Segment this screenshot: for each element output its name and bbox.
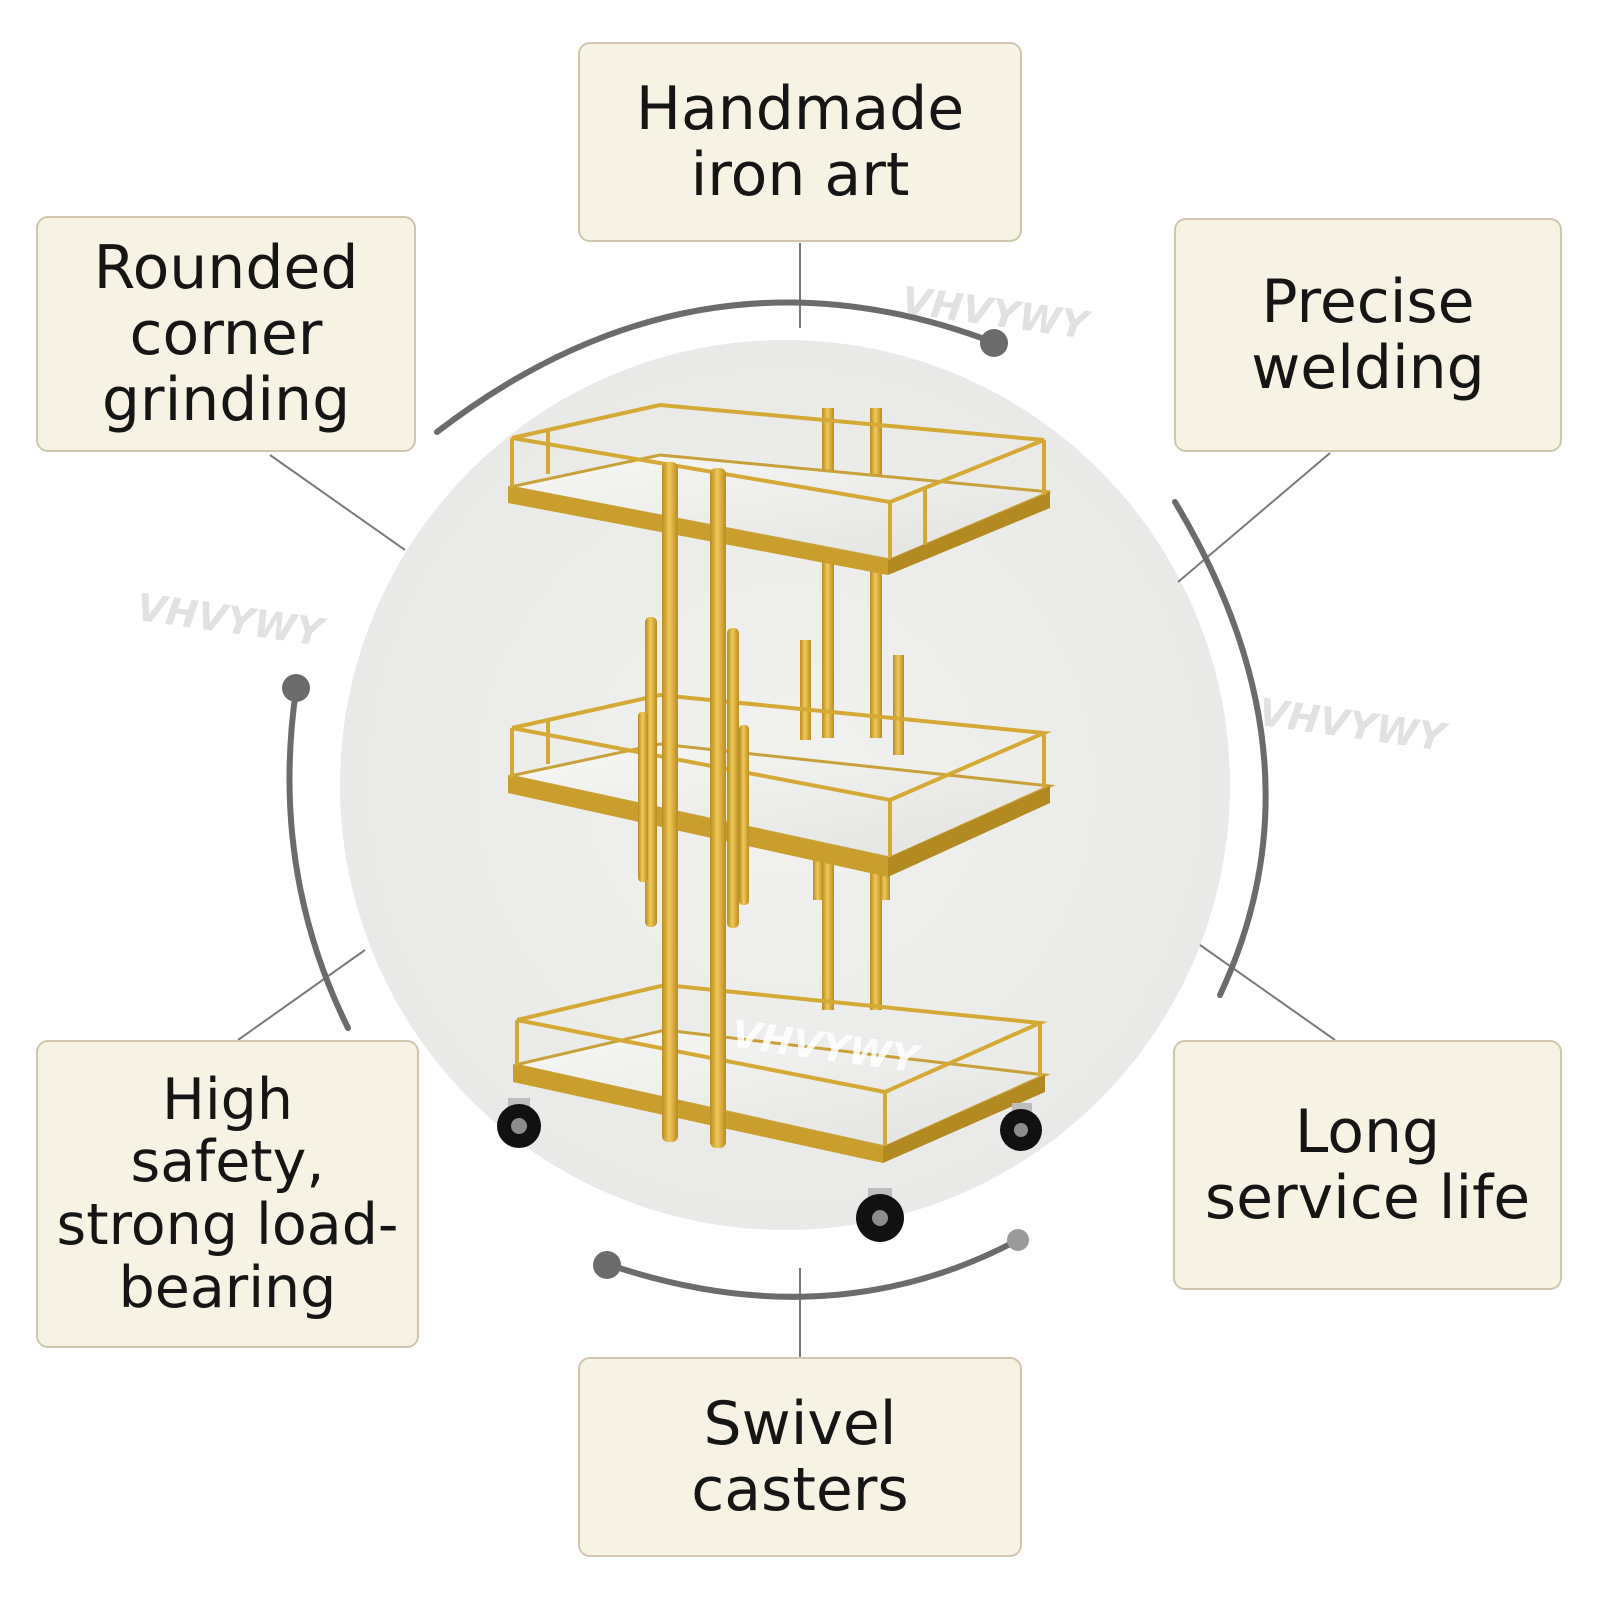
connector-lines [237, 243, 1336, 1357]
connector-top-right [1177, 452, 1331, 583]
arc-bottom [604, 1237, 1021, 1300]
connector-top-left [269, 454, 406, 551]
feature-label-precise-welding: Precise welding [1174, 218, 1562, 452]
bar-cart-illustration [497, 402, 1056, 1242]
caster-wheels [497, 1098, 1042, 1242]
arc-right [1172, 499, 1269, 998]
feature-label-long-service-life: Long service life [1173, 1040, 1562, 1290]
decorative-arcs [286, 299, 1269, 1300]
arc-left [286, 687, 351, 1031]
feature-label-handmade-iron-art: Handmade iron art [578, 42, 1022, 242]
feature-label-high-safety: High safety, strong load- bearing [36, 1040, 419, 1348]
feature-label-swivel-casters: Swivel casters [578, 1357, 1022, 1557]
arc-top [434, 299, 998, 435]
connector-bottom-right [1199, 944, 1336, 1041]
arc-dots [282, 329, 1029, 1279]
feature-label-rounded-corner-grinding: Rounded corner grinding [36, 216, 416, 452]
connector-bottom-left [237, 949, 366, 1041]
